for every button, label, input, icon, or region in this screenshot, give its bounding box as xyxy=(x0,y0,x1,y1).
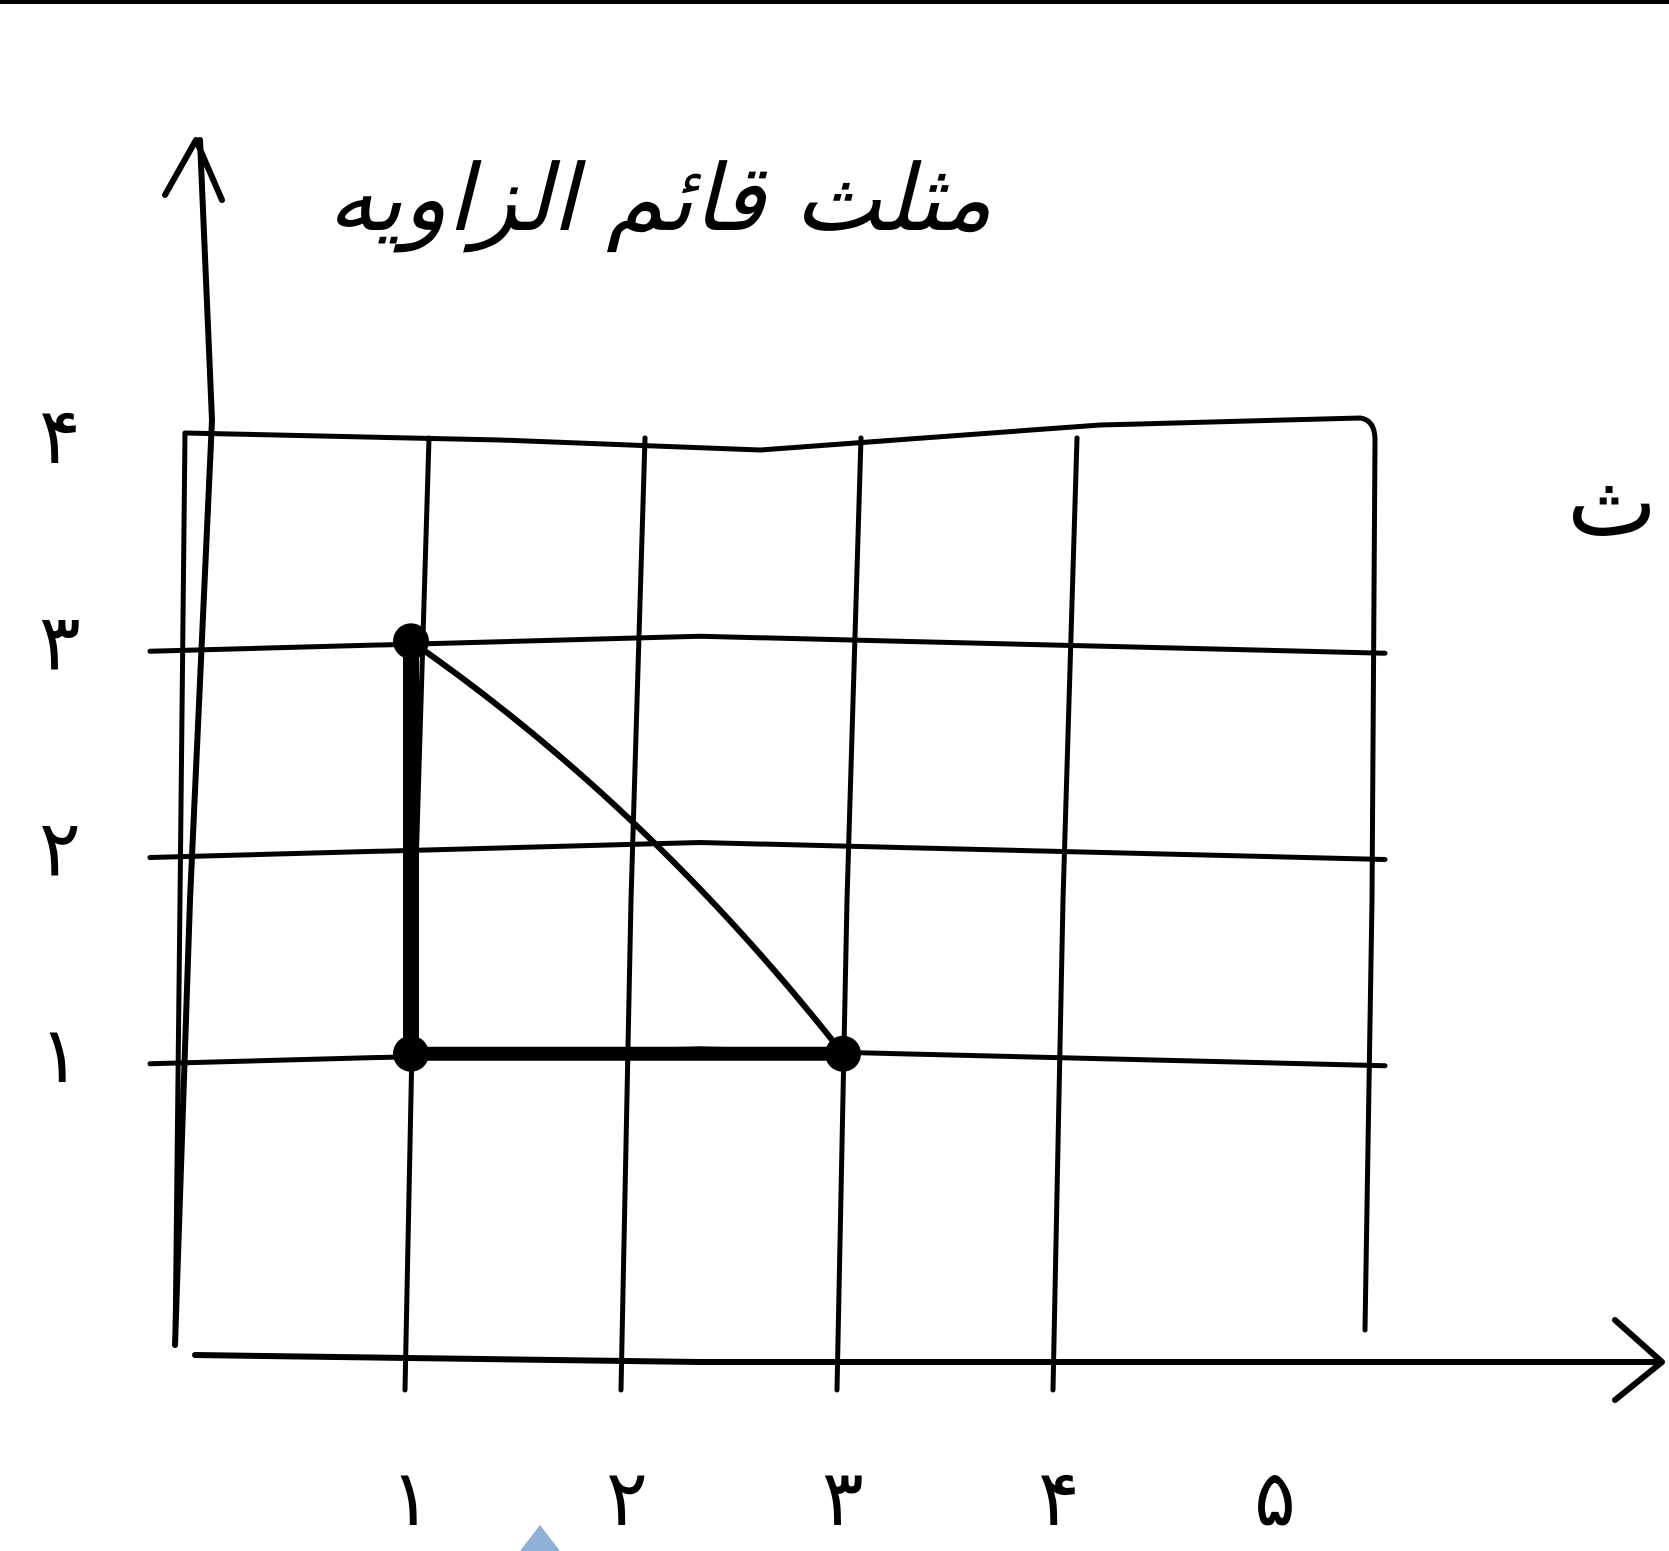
grid-right-border xyxy=(1362,437,1378,1333)
x-axis xyxy=(192,1352,1663,1365)
x-tick-label: ۳ xyxy=(822,1454,864,1544)
grid-line-horizontal xyxy=(147,633,1388,656)
triangle-vertex-point xyxy=(393,623,429,660)
grid-left-border xyxy=(172,430,188,1348)
y-tick-labels: ۱ ۲ ۳ ۴ xyxy=(39,392,81,1101)
grid-line-horizontal xyxy=(147,839,1388,862)
triangle-hypotenuse xyxy=(408,638,846,1057)
y-tick-label: ۱ xyxy=(39,1011,81,1101)
grid-top-border xyxy=(182,415,1378,453)
x-tick-labels: ۱ ۲ ۳ ۴ ۵ xyxy=(390,1454,1296,1544)
y-tick-label: ۳ xyxy=(39,598,81,688)
y-tick-label: ۴ xyxy=(39,392,81,482)
y-axis-arrowhead xyxy=(162,137,225,203)
margin-text-fragment: ث xyxy=(1567,446,1657,558)
grid xyxy=(147,415,1388,1393)
diagram-title: مثلث قائم الزاويه xyxy=(328,145,992,253)
x-tick-label: ۲ xyxy=(606,1454,648,1544)
axes xyxy=(162,137,1665,1403)
right-triangle xyxy=(393,623,861,1072)
grid-line-vertical xyxy=(618,435,648,1393)
grid-line-vertical xyxy=(834,435,864,1393)
y-axis xyxy=(172,137,215,1348)
triangle-vertex-point xyxy=(825,1035,861,1072)
grid-line-vertical xyxy=(1050,435,1080,1393)
x-tick-label: ۵ xyxy=(1254,1454,1296,1544)
x-tick-label: ۱ xyxy=(390,1454,432,1544)
x-tick-label: ۴ xyxy=(1038,1454,1080,1544)
triangle-vertex-point xyxy=(393,1035,429,1072)
triangle-up-icon xyxy=(520,1525,560,1551)
x-axis-arrowhead xyxy=(1612,1317,1665,1403)
y-tick-label: ۲ xyxy=(39,805,81,895)
